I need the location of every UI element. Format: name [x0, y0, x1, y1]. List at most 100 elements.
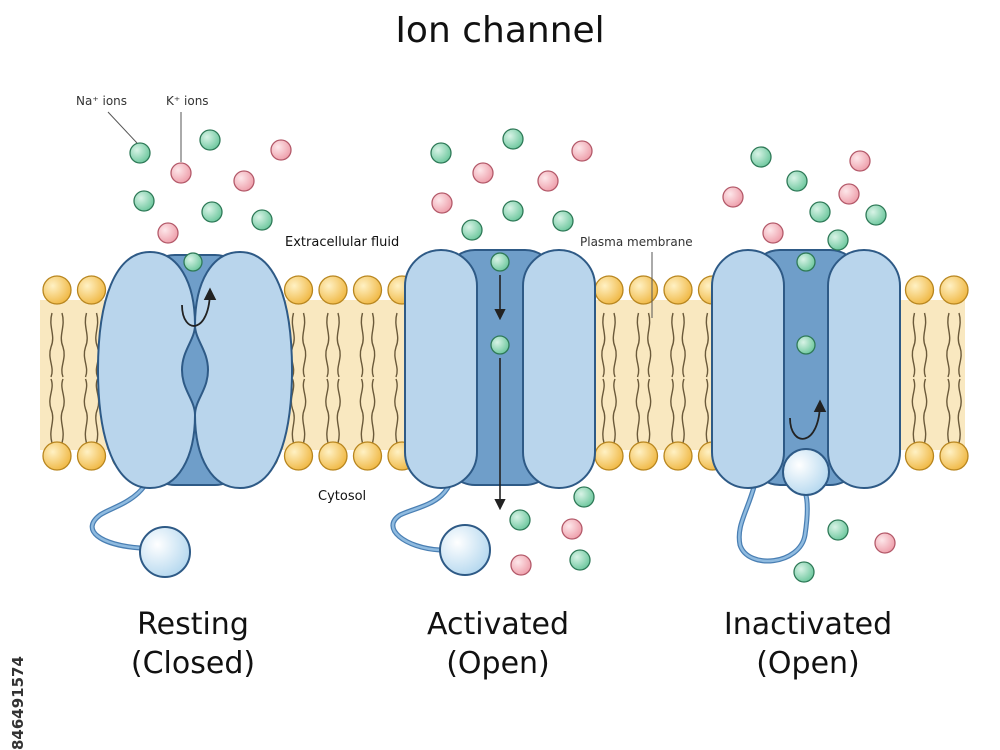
- subunit-left: [96, 250, 197, 490]
- plasma-membrane-label: Plasma membrane: [580, 235, 693, 249]
- lipid-tail: [670, 312, 675, 378]
- lipid-tail: [359, 378, 364, 444]
- sodium-ion: [490, 252, 510, 272]
- lipid-tail: [635, 312, 640, 378]
- lipid-tail: [681, 312, 686, 378]
- lipid-tail: [647, 378, 652, 444]
- potassium-ion: [431, 192, 453, 214]
- lipid-head: [939, 441, 969, 471]
- potassium-ion: [571, 140, 593, 162]
- lipid-tail: [923, 312, 928, 378]
- state-caption-activated-line1: Activated: [427, 607, 569, 642]
- lipid-head: [283, 441, 314, 471]
- potassium-ion: [561, 518, 583, 540]
- lipid-tail: [359, 312, 364, 378]
- rotation-arrow: [789, 399, 827, 440]
- sodium-ion: [750, 146, 772, 168]
- lipid-tail: [302, 312, 307, 378]
- rotation-arrow: [181, 287, 217, 327]
- inactivation-ball: [139, 526, 191, 578]
- state-caption-resting-line2: (Closed): [131, 646, 255, 681]
- lipid-tail: [923, 378, 928, 444]
- sodium-ion: [183, 252, 203, 272]
- lipid-tail: [290, 378, 295, 444]
- potassium-ion: [233, 170, 255, 192]
- lipid-tail: [704, 378, 709, 444]
- sodium-ion: [786, 170, 808, 192]
- lipid-tail: [911, 378, 916, 444]
- sodium-ion: [827, 519, 849, 541]
- lipid-tail: [601, 312, 606, 378]
- sodium-ion: [569, 549, 591, 571]
- lipid-tail: [670, 378, 675, 444]
- lipid-tail: [336, 378, 341, 444]
- lipid-tail: [95, 378, 100, 444]
- lipid-tail: [371, 312, 376, 378]
- inactivation-ball: [439, 524, 491, 576]
- sodium-ion: [827, 229, 849, 251]
- potassium-ion: [170, 162, 192, 184]
- sodium-ion: [201, 201, 223, 223]
- legend-na-label: Na⁺ ions: [76, 94, 127, 108]
- potassium-ion: [270, 139, 292, 161]
- potassium-ion: [874, 532, 896, 554]
- lipid-head: [76, 441, 107, 471]
- free-ions: [129, 128, 896, 583]
- lipid-head: [352, 275, 383, 305]
- sodium-ion: [809, 201, 831, 223]
- lipid-tail: [957, 312, 962, 378]
- lipid-tail: [49, 378, 54, 444]
- lipid-head: [352, 441, 383, 471]
- lipid-head: [42, 441, 72, 471]
- sodium-ion: [461, 219, 483, 241]
- sodium-ion: [502, 128, 524, 150]
- lipid-head: [594, 441, 624, 471]
- lipid-head: [904, 275, 935, 305]
- sodium-ion: [509, 509, 531, 531]
- lipid-tail: [635, 378, 640, 444]
- sodium-ion: [796, 335, 816, 355]
- lipid-head: [663, 275, 693, 305]
- lipid-tail: [946, 312, 951, 378]
- channel-resting: [89, 250, 294, 578]
- lipid-tail: [95, 312, 100, 378]
- sodium-ion: [129, 142, 151, 164]
- sodium-ion: [430, 142, 452, 164]
- lipid-tail: [336, 312, 341, 378]
- lipid-tail: [60, 378, 65, 444]
- lipid-tail: [612, 378, 617, 444]
- channel-inactivated: [711, 249, 901, 564]
- lipid-head: [663, 441, 693, 471]
- lipid-head: [594, 275, 624, 305]
- lipid-head: [318, 441, 348, 471]
- channel-activated: [390, 249, 596, 576]
- cytosol-label: Cytosol: [318, 489, 366, 504]
- legend-k-label: K⁺ ions: [166, 94, 209, 108]
- lipid-tail: [290, 312, 295, 378]
- sodium-ion: [502, 200, 524, 222]
- lipid-tail: [704, 312, 709, 378]
- lipid-head: [628, 275, 659, 305]
- lipid-tail: [612, 312, 617, 378]
- lipid-head: [42, 275, 72, 305]
- sodium-ion: [490, 335, 510, 355]
- extracellular-label: Extracellular fluid: [285, 235, 399, 250]
- lipid-tail: [325, 378, 330, 444]
- potassium-ion: [838, 183, 860, 205]
- inactivation-ball: [782, 448, 830, 496]
- lipid-tail: [946, 378, 951, 444]
- state-caption-inactivated-line1: Inactivated: [724, 607, 892, 642]
- potassium-ion: [537, 170, 559, 192]
- potassium-ion: [510, 554, 532, 576]
- state-caption-resting-line1: Resting: [137, 607, 249, 642]
- lipid-tail: [394, 312, 399, 378]
- lipid-tail: [394, 378, 399, 444]
- sodium-ion: [573, 486, 595, 508]
- state-caption-activated-line2: (Open): [446, 646, 550, 681]
- sodium-ion: [199, 129, 221, 151]
- lipid-head: [283, 275, 314, 305]
- lipid-tail: [647, 312, 652, 378]
- lipid-tail: [911, 312, 916, 378]
- stock-id-watermark: 846491574: [9, 656, 27, 750]
